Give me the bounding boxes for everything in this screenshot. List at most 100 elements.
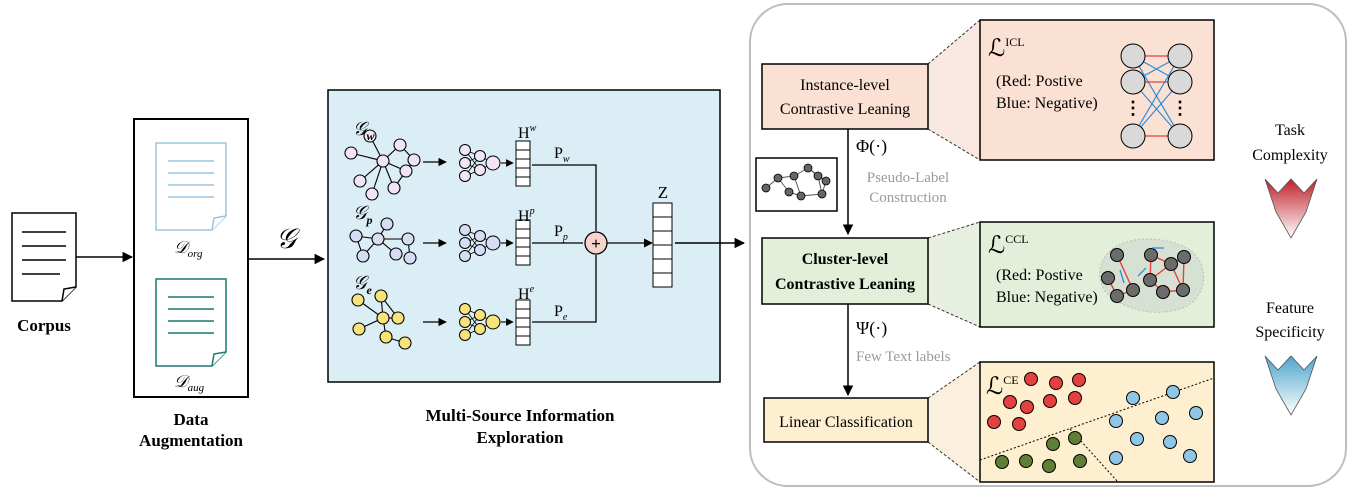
- task-label-line1: Task: [1275, 122, 1305, 139]
- feature-label-line1: Feature: [1266, 300, 1314, 317]
- icl-dots-right: ⋮: [1171, 98, 1189, 118]
- encoder-node: [459, 157, 471, 169]
- cluster-node: [1143, 273, 1157, 287]
- graph-node: [398, 336, 412, 350]
- graph-node: [344, 146, 358, 160]
- h-e-label: He: [518, 284, 535, 303]
- graph-node: [407, 153, 421, 167]
- vector-cell: [652, 202, 673, 218]
- vector-cell: [652, 230, 673, 246]
- graph-node: [351, 293, 365, 307]
- instance-node: [1120, 43, 1146, 69]
- encoder-output-node: [485, 314, 501, 330]
- cluster-node: [1156, 285, 1170, 299]
- word-graph: [344, 129, 421, 201]
- cluster-level-box: [761, 237, 929, 305]
- encoder-node: [459, 316, 471, 328]
- mini-node: [796, 191, 806, 201]
- p-e-label: Pe: [554, 303, 568, 323]
- p-w-label: Pw: [554, 145, 570, 165]
- augmentation-title-line2: Augmentation: [139, 431, 243, 450]
- psi-symbol: Ψ(·): [856, 318, 887, 339]
- h-vector-w: [515, 140, 531, 187]
- vector-cell: [515, 317, 531, 328]
- vector-cell: [652, 258, 673, 274]
- cluster-node: [1110, 289, 1124, 303]
- class-point-red: [1003, 395, 1017, 409]
- phi-caption-line2: Construction: [869, 190, 947, 206]
- graph-node: [356, 249, 370, 263]
- cluster-node: [1164, 257, 1178, 271]
- class-point-green: [1046, 437, 1060, 451]
- graph-node: [401, 232, 415, 246]
- vector-cell: [515, 326, 531, 337]
- vector-cell: [515, 149, 531, 160]
- augmentation-title-line1: Data: [174, 410, 209, 429]
- feature-specificity-arrow-icon: [1264, 355, 1318, 416]
- encoder-node: [474, 244, 486, 256]
- vector-cell: [515, 158, 531, 169]
- class-point-green: [1068, 431, 1082, 445]
- graph-node: [363, 129, 377, 143]
- class-point-red: [1043, 394, 1057, 408]
- graph-w-label: 𝒢w: [353, 119, 376, 143]
- graph-node: [387, 181, 401, 195]
- icl-loss: ℒICL: [988, 35, 1025, 62]
- instance-zoom: [928, 20, 980, 160]
- instance-node: [1167, 123, 1193, 149]
- encoder-node: [474, 309, 486, 321]
- icl-legend-line2: Blue: Negative): [996, 95, 1098, 112]
- exploration-title-line2: Exploration: [477, 428, 564, 447]
- vector-cell: [652, 216, 673, 232]
- ccl-cluster-network: [1101, 247, 1191, 303]
- cluster-node: [1177, 250, 1191, 264]
- class-point-blue: [1130, 432, 1144, 446]
- graph-p-label: 𝒢p: [353, 203, 373, 227]
- mini-node: [784, 187, 794, 197]
- class-point-red: [1024, 372, 1038, 386]
- task-complexity-arrow-icon: [1264, 178, 1318, 239]
- exploration-title-line1: Multi-Source Information: [425, 406, 615, 425]
- linear-classification-box: [763, 397, 929, 443]
- graph-node: [389, 247, 403, 261]
- encoder-node: [474, 323, 486, 335]
- h-p-label: Hp: [518, 206, 535, 225]
- graph-node: [376, 311, 390, 325]
- negative-pair-edge: [1137, 267, 1147, 277]
- graph-symbol: 𝒢: [276, 224, 300, 255]
- class-point-blue: [1189, 406, 1203, 420]
- vector-cell: [515, 228, 531, 239]
- vector-cell: [515, 237, 531, 248]
- vector-cell: [515, 140, 531, 151]
- entity-graph: [351, 289, 412, 350]
- augmented-document-icon: [155, 278, 227, 367]
- negative-pair-edge: [1119, 269, 1125, 284]
- encoder-node: [459, 144, 471, 156]
- cluster-node: [1110, 248, 1124, 262]
- graph-node: [352, 322, 366, 336]
- z-vector: [652, 202, 673, 288]
- class-point-red: [1020, 400, 1034, 414]
- cluster-line2: Contrastive Leaning: [775, 276, 915, 293]
- instance-line2: Contrastive Leaning: [780, 101, 910, 118]
- doc-org-label: 𝒟org: [174, 238, 203, 260]
- z-label: Z: [658, 183, 668, 202]
- icl-legend-line1: (Red: Postive: [996, 73, 1083, 90]
- phi-symbol: Φ(·): [856, 136, 887, 157]
- class-point-blue: [1155, 411, 1169, 425]
- graph-e-label: 𝒢e: [353, 273, 373, 297]
- linear-label: Linear Classification: [779, 414, 913, 431]
- instance-node: [1120, 69, 1146, 95]
- cluster-zoom: [928, 222, 980, 327]
- h-vector-e: [515, 299, 531, 346]
- vector-cell: [515, 246, 531, 257]
- corpus-label: Corpus: [17, 316, 71, 335]
- h-vector-p: [515, 219, 531, 266]
- psi-caption: Few Text labels: [856, 349, 951, 365]
- graph-node: [353, 174, 367, 188]
- doc-aug-label: 𝒟aug: [174, 372, 205, 394]
- encoder-node: [459, 329, 471, 341]
- graph-node: [376, 154, 390, 168]
- class-point-green: [1073, 454, 1087, 468]
- encoder-p: [459, 224, 514, 262]
